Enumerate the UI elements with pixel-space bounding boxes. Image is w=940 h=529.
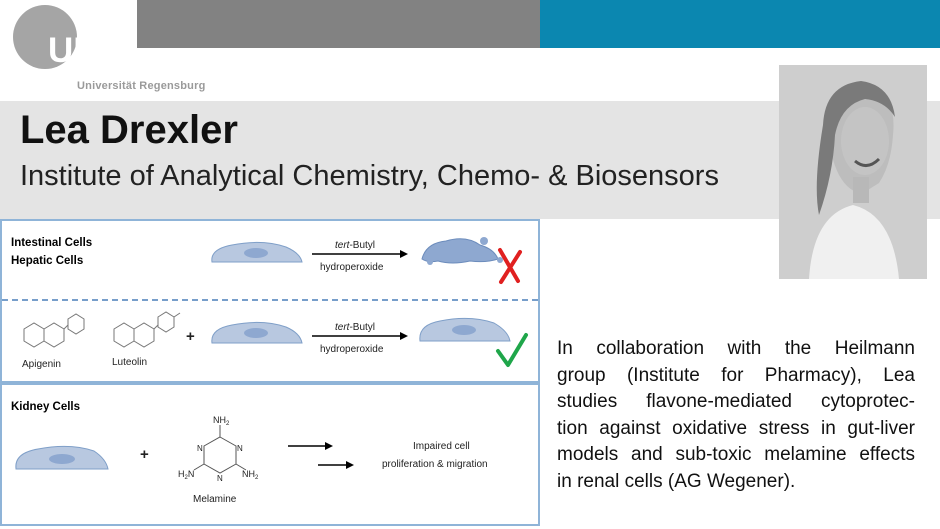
agent-label-1b: hydroperoxide	[320, 262, 384, 273]
damaged-cell	[421, 237, 503, 265]
agent-label-2: tert-Butyl	[335, 322, 375, 333]
healthy-cell-2	[211, 321, 303, 344]
panel-top-frame	[0, 219, 540, 383]
panel-bottom-frame	[0, 383, 540, 526]
ring-n-2: N	[197, 444, 203, 453]
university-logo: UR	[13, 5, 99, 70]
plus-sign-1: +	[186, 328, 195, 345]
label-nh2-right: NH2	[242, 469, 259, 481]
healthy-cell-3	[419, 317, 511, 342]
description-line-6: in renal cells (AG Wegener).	[557, 470, 796, 492]
agent-label-2b: hydroperoxide	[320, 344, 384, 355]
label-melamine: Melamine	[193, 494, 237, 505]
header-bar-blue	[540, 0, 940, 48]
result-line-2: proliferation & migration	[382, 459, 488, 470]
description-line-5: models and sub-toxic melamine effects	[557, 444, 915, 465]
description-line-3: studies flavone-mediated cytoprotec-	[557, 391, 915, 412]
plus-sign-2: +	[140, 446, 149, 463]
ring-n-1: N	[237, 444, 243, 453]
label-h2n-left: H2N	[178, 469, 194, 481]
university-name: Universität Regensburg	[77, 80, 206, 92]
agent-label-1: tert-Butyl	[335, 240, 375, 251]
label-hepatic-cells: Hepatic Cells	[11, 255, 83, 267]
label-nh2-top: NH2	[213, 415, 230, 427]
header-bar-gray	[137, 0, 540, 48]
description-text: In collaboration with the Heilmann group…	[557, 336, 915, 495]
luteolin-structure	[113, 311, 181, 348]
label-kidney-cells: Kidney Cells	[11, 401, 80, 413]
description-line-4: tion against oxidative stress in gut-liv…	[557, 417, 915, 439]
label-apigenin: Apigenin	[22, 359, 61, 370]
description-line-1: In collaboration with the Heilmann	[557, 338, 915, 359]
research-figure: Intestinal Cells Hepatic Cells tert-Buty…	[0, 219, 540, 526]
healthy-cell-1	[211, 241, 303, 263]
apigenin-structure	[23, 313, 85, 348]
description-line-2: group (Institute for Pharmacy), Lea	[557, 364, 915, 386]
melamine-structure: NH2 NH2 H2N N N N	[178, 415, 259, 483]
kidney-cell	[15, 445, 109, 470]
label-intestinal-cells: Intestinal Cells	[11, 237, 92, 249]
institute-name: Institute of Analytical Chemistry, Chemo…	[20, 160, 719, 192]
logo-letter-u: UR	[48, 31, 99, 70]
ring-n-3: N	[217, 474, 223, 483]
portrait-photo	[779, 65, 927, 279]
result-line-1: Impaired cell	[413, 441, 470, 452]
label-luteolin: Luteolin	[112, 357, 147, 368]
person-name: Lea Drexler	[20, 108, 238, 152]
cross-mark-icon	[498, 248, 522, 284]
check-mark-icon	[496, 333, 528, 367]
